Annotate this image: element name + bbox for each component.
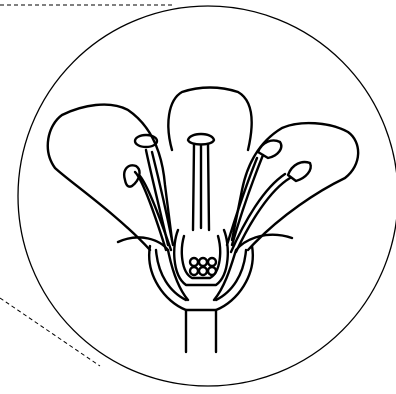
ovule-3 — [208, 258, 216, 266]
leader-line-bottom — [0, 298, 100, 366]
ovule-5 — [199, 267, 207, 275]
zoom-leader-lines — [0, 5, 175, 366]
left-petal — [48, 105, 172, 250]
ovules — [190, 258, 216, 275]
stamen-filament-3b — [227, 158, 257, 245]
ovule-4 — [190, 267, 198, 275]
ovule-1 — [190, 258, 198, 266]
magnified-view-circle — [18, 6, 396, 386]
stigma — [188, 134, 214, 145]
flower — [48, 88, 358, 353]
ovary-wall-inner — [182, 236, 220, 278]
anther-3 — [258, 140, 281, 158]
pistil — [174, 134, 228, 285]
ovule-6 — [208, 267, 216, 275]
style-right — [208, 144, 209, 230]
anther-4 — [288, 162, 311, 181]
left-sepal — [118, 237, 188, 300]
middle-petal — [168, 88, 251, 151]
style-left — [193, 144, 194, 230]
ovule-2 — [199, 258, 207, 266]
